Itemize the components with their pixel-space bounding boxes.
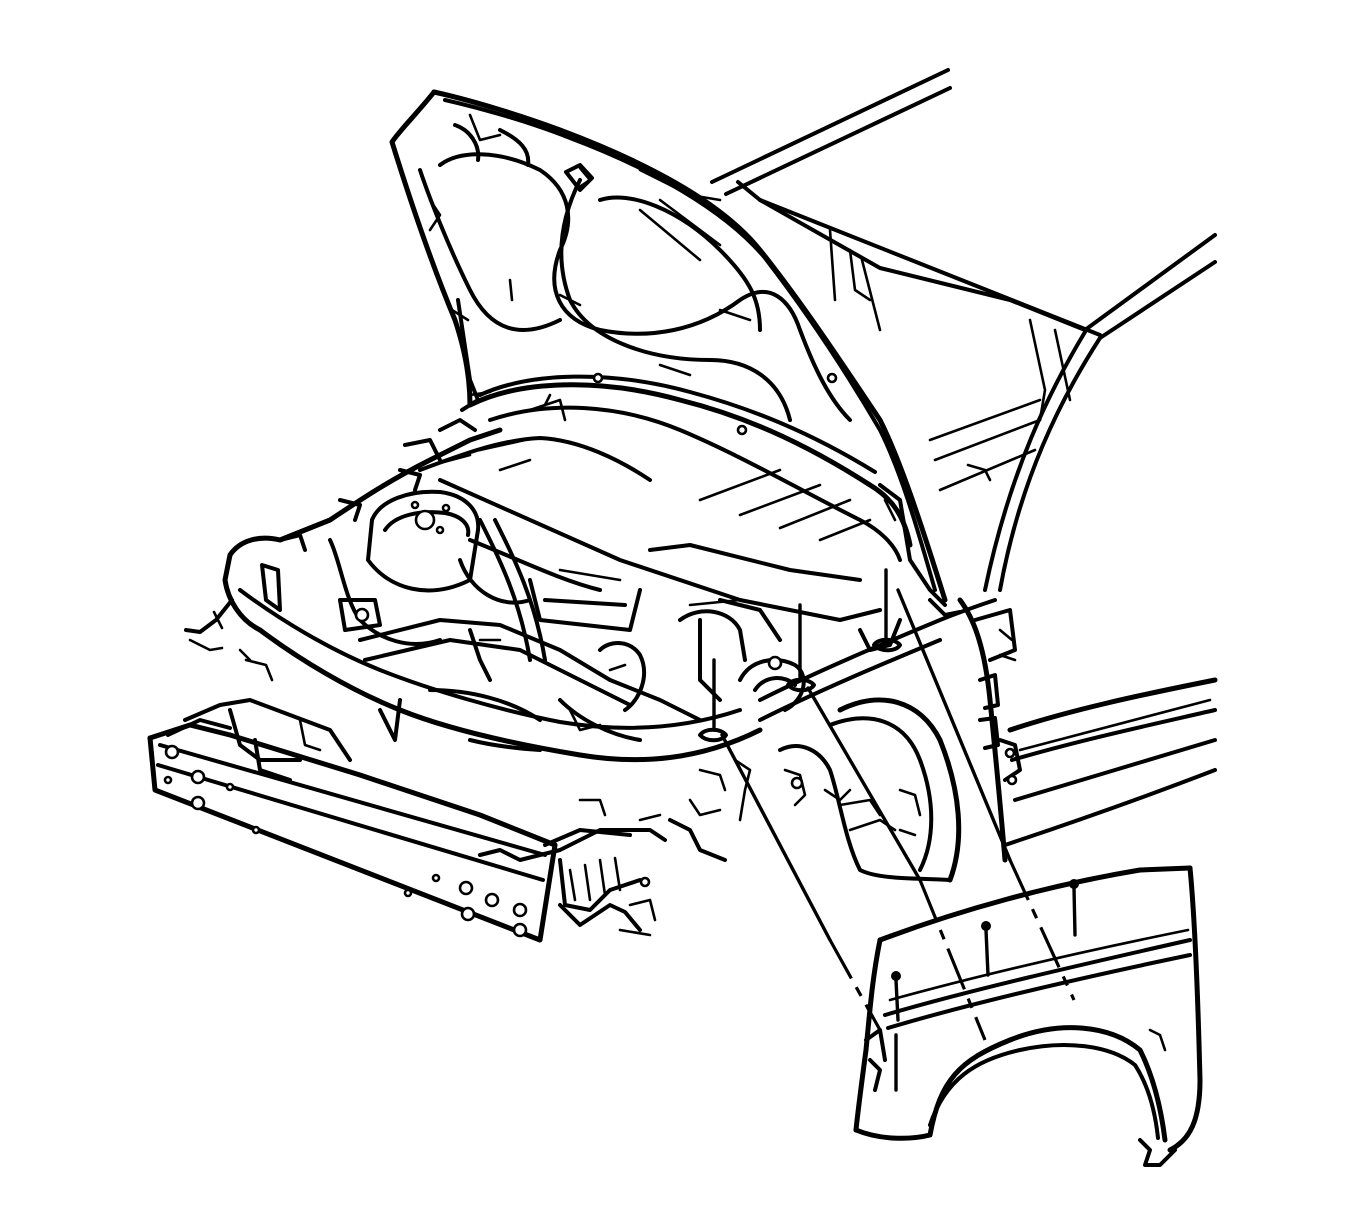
- door-sill: [1003, 677, 1218, 847]
- bolt-icon: [981, 921, 991, 977]
- front-fender: [853, 865, 1203, 1167]
- bolt-icon: [891, 971, 901, 1022]
- cowl-panel: [418, 393, 902, 622]
- hood: [389, 89, 948, 607]
- installation-leaders: [698, 568, 1076, 1041]
- fender-bolts: [891, 879, 1079, 1092]
- bolt-icon: [1069, 879, 1079, 937]
- front-bumper-beam: [147, 698, 727, 943]
- windshield-frame: [710, 68, 1217, 592]
- radiator-support: [184, 418, 763, 822]
